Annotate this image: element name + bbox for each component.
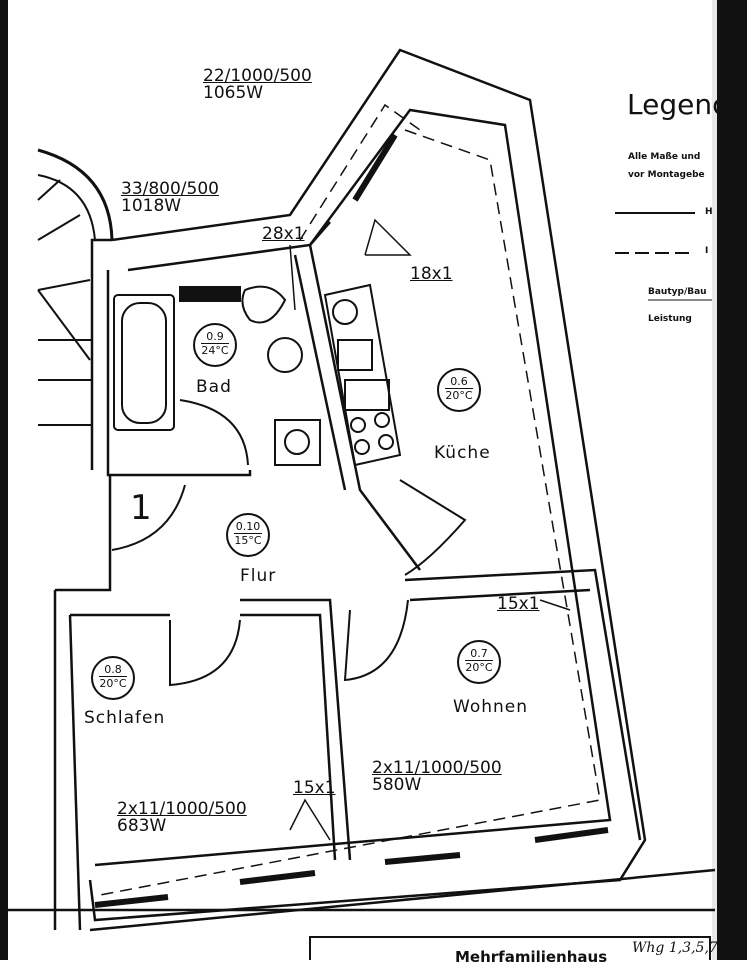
stair-number: 1	[130, 488, 152, 528]
walls	[0, 48, 716, 932]
radiator-spec: 2x11/1000/500	[372, 758, 502, 778]
title-block-frame	[309, 936, 711, 960]
radiator-power: 1018W	[121, 196, 182, 216]
radiator-power: 1065W	[203, 83, 264, 103]
room-label-bad: Bad	[196, 377, 232, 397]
bathroom-fixtures	[113, 285, 321, 466]
legend-type-label: Bautyp/Bau	[648, 287, 707, 297]
legend-note-1: Alle Maße und	[628, 152, 701, 162]
bath-fan-label: 28x1	[262, 224, 305, 244]
legend-power-label: Leistung	[648, 314, 692, 324]
legend-title: Legenc	[627, 88, 728, 121]
title-block-heading: Mehrfamilienhaus	[455, 948, 608, 966]
room-label-kueche: Küche	[434, 443, 491, 463]
radiator-power: 683W	[117, 816, 167, 836]
door-swings	[111, 399, 467, 687]
room-label-flur: Flur	[240, 566, 277, 586]
fan-arrows	[289, 218, 571, 841]
living-fan-label: 15x1	[497, 594, 540, 614]
radiator-spec: 2x11/1000/500	[117, 799, 247, 819]
kitchen-fixtures	[323, 283, 402, 467]
radiator-power: 580W	[372, 775, 422, 795]
room-label-wohnen: Wohnen	[453, 697, 528, 717]
scan-edge-right	[717, 0, 747, 960]
kitchen-fan-label: 18x1	[410, 264, 453, 284]
bedroom-fan-label: 15x1	[293, 778, 336, 798]
handwritten-note: Whg 1,3,5,7	[632, 940, 718, 956]
dashed-lines	[99, 103, 601, 896]
room-label-schlafen: Schlafen	[84, 708, 166, 728]
legend-solid-label: H	[705, 207, 713, 217]
scan-edge-left	[0, 0, 8, 960]
legend-dashed-label: I	[705, 246, 709, 256]
radiator-spec: 33/800/500	[121, 179, 219, 199]
radiator-spec: 22/1000/500	[203, 66, 312, 86]
legend-note-2: vor Montagebe	[628, 170, 705, 180]
radiators	[94, 133, 609, 908]
staircase	[37, 148, 114, 426]
scan-edge-shadow	[712, 0, 717, 960]
